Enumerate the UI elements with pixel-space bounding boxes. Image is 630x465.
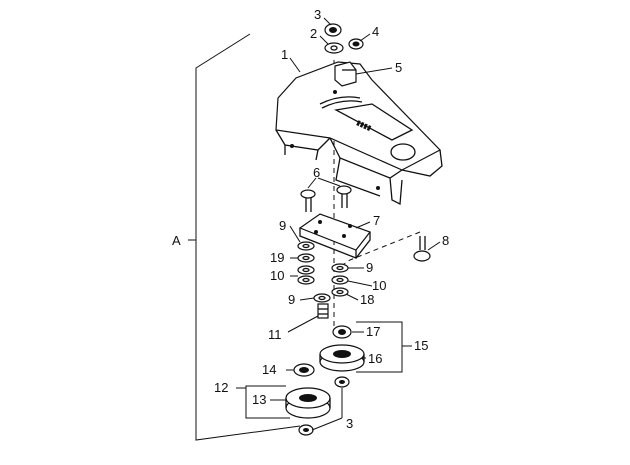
callout-labels: 3 2 4 1 5 6 7 8 9 19 10 9 10 9 18 11 17 … — [172, 7, 449, 431]
callout-7: 7 — [373, 213, 380, 228]
pulley-part-13 — [285, 387, 331, 419]
nut-part-3-bottom — [298, 424, 314, 436]
callout-8: 8 — [442, 233, 449, 248]
callout-5: 5 — [395, 60, 402, 75]
callout-12: 12 — [214, 380, 228, 395]
bolt-part-6-right — [336, 185, 352, 208]
callout-10-a: 10 — [270, 268, 284, 283]
nut-part-3-right — [334, 376, 350, 388]
callout-15: 15 — [414, 338, 428, 353]
callout-9-c: 9 — [288, 292, 295, 307]
pulley-part-16 — [319, 344, 365, 372]
callout-9-a: 9 — [279, 218, 286, 233]
callout-1: 1 — [281, 47, 288, 62]
callout-18: 18 — [360, 292, 374, 307]
washer-stack-left — [297, 241, 315, 285]
pin-part-5 — [334, 61, 357, 87]
callout-3-bottom: 3 — [346, 416, 353, 431]
nut-part-3-top — [324, 23, 342, 37]
callout-17: 17 — [366, 324, 380, 339]
callout-10-b: 10 — [372, 278, 386, 293]
spacer-part-11 — [317, 303, 329, 319]
callout-19: 19 — [270, 250, 284, 265]
callout-3-top: 3 — [314, 7, 321, 22]
leader-lines — [236, 17, 441, 431]
bearing-part-14 — [293, 363, 315, 377]
callout-14: 14 — [262, 362, 276, 377]
bolt-part-8 — [413, 236, 431, 262]
bolt-part-6-left — [300, 189, 316, 212]
callout-6: 6 — [313, 165, 320, 180]
washer-part-9-lower — [313, 293, 331, 303]
cover-plate-part-1: ▮▮▮▮ — [275, 61, 443, 206]
assembly-bracket-A — [188, 33, 301, 441]
callout-13: 13 — [252, 392, 266, 407]
callout-9-b: 9 — [366, 260, 373, 275]
callout-2: 2 — [310, 26, 317, 41]
callout-4: 4 — [372, 24, 379, 39]
idler-part-17 — [332, 325, 352, 339]
nut-part-4 — [348, 38, 364, 50]
callout-11: 11 — [268, 327, 282, 342]
callout-16: 16 — [368, 351, 382, 366]
callout-A: A — [172, 233, 181, 248]
washer-part-2 — [324, 42, 344, 54]
washer-stack-right — [331, 263, 349, 297]
mounting-plate-part-7 — [298, 213, 371, 259]
